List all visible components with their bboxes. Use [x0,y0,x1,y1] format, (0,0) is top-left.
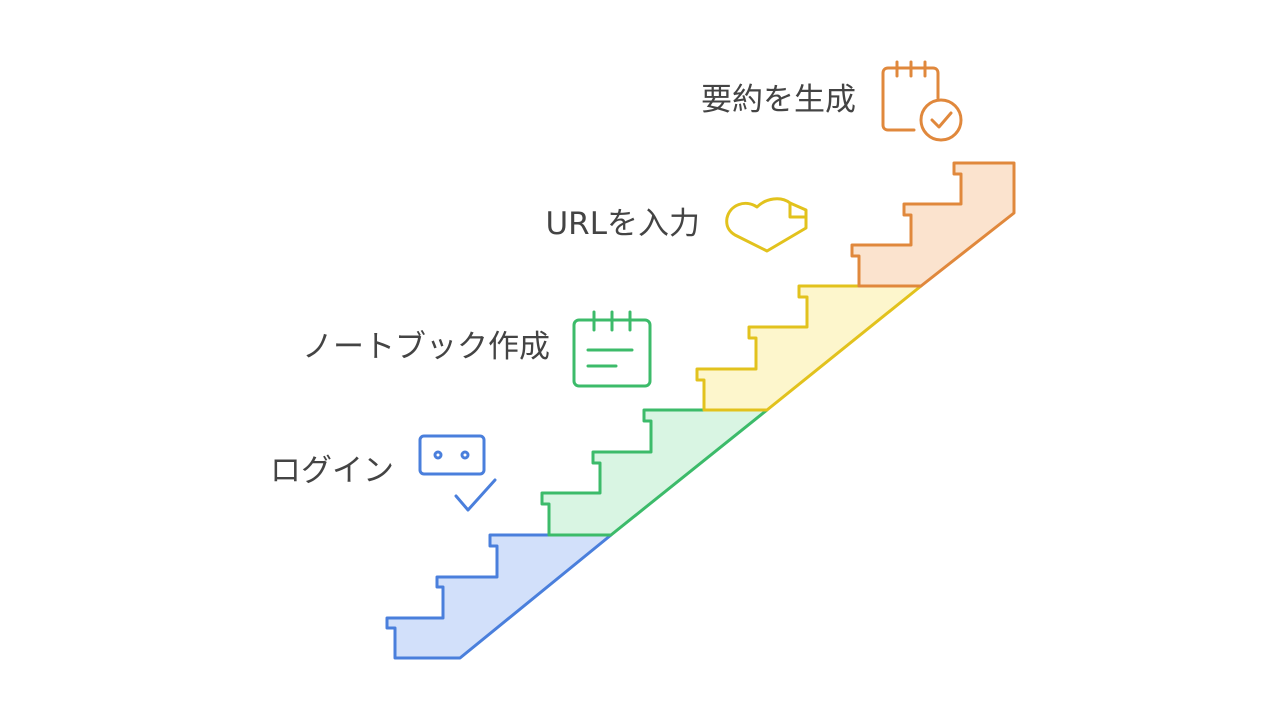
stair-segment-summary [850,161,1016,288]
stair-segment-login [385,533,613,660]
login-dialog-icon [418,434,497,512]
step-label-notebook: ノートブック作成 [302,329,550,365]
url-heart-icon [725,197,808,253]
step-label-summary: 要約を生成 [701,82,856,118]
stair-segment-notebook [540,408,769,537]
step-label-login: ログイン [270,453,394,489]
stair-segment-url [695,284,923,412]
notebook-calendar-icon [572,310,652,388]
step-label-url: URLを入力 [545,206,700,242]
summary-check-icon [881,60,963,142]
